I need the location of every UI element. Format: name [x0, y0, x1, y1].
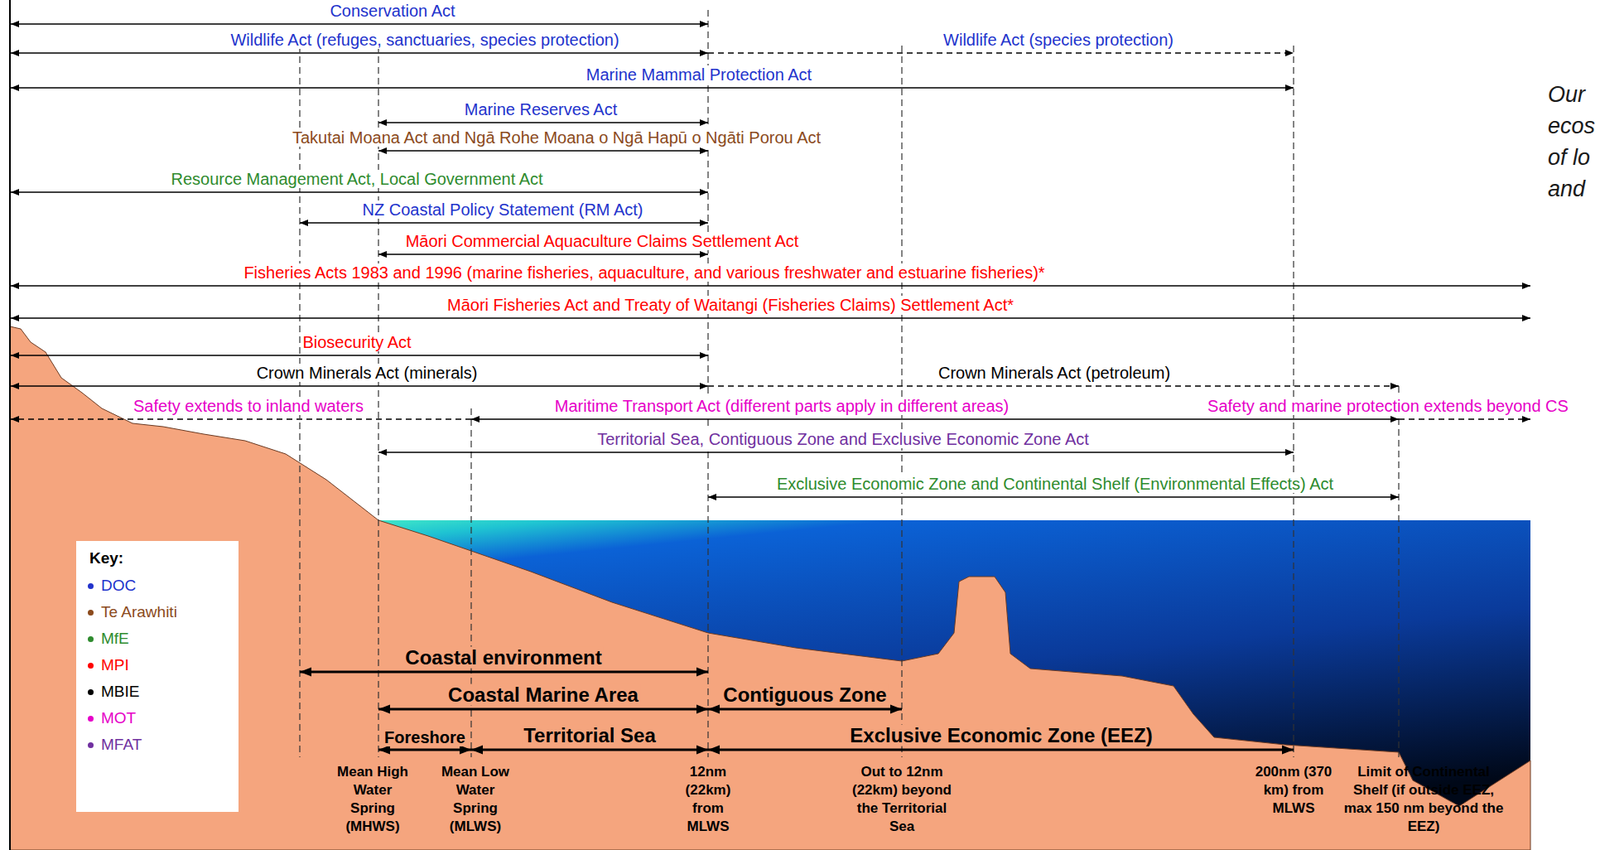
act-label: Crown Minerals Act (minerals) [255, 363, 480, 382]
extent-arrow [708, 52, 1294, 54]
legend-text: MFAT [101, 736, 142, 754]
extent-arrow [708, 496, 1399, 498]
side-note: and [1547, 177, 1586, 203]
extent-arrow [10, 354, 709, 357]
act-label: Marine Mammal Protection Act [584, 65, 814, 84]
legend-item: MPI [87, 656, 130, 675]
act-label: Māori Commercial Aquaculture Claims Sett… [404, 231, 801, 251]
zone-arrow [378, 708, 709, 711]
act-label: Resource Management Act, Local Governmen… [168, 169, 545, 188]
legend-title: Key: [89, 549, 124, 568]
boundary-label: Out to 12nm (22km) beyond the Territoria… [848, 762, 956, 836]
zone-arrow [708, 708, 902, 711]
act-label: Exclusive Economic Zone and Continental … [775, 474, 1335, 493]
legend-item: MFAT [87, 736, 142, 754]
legend-swatch [87, 742, 94, 748]
legend-item: Te Arawhiti [87, 603, 178, 622]
extent-arrow [10, 23, 709, 25]
zone-arrow [378, 748, 472, 752]
zone-arrow [708, 748, 1294, 752]
legend-item: MOT [87, 709, 136, 728]
extent-arrow [10, 86, 1294, 89]
boundary-label: Limit of Continental Shelf (if outside E… [1340, 762, 1507, 836]
extent-arrow [10, 418, 472, 420]
legend-swatch [87, 583, 94, 589]
extent-arrow [299, 221, 709, 224]
act-label: Wildlife Act (refuges, sanctuaries, spec… [228, 30, 621, 49]
boundary-label: Mean Low Water Spring (MLWS) [433, 762, 517, 836]
zone-label: Territorial Sea [521, 724, 658, 747]
zone-label: Contiguous Zone [721, 684, 888, 706]
extent-arrow [378, 121, 709, 124]
act-label: Marine Reserves Act [462, 100, 620, 119]
act-label: Crown Minerals Act (petroleum) [936, 363, 1172, 382]
act-label: Territorial Sea, Contiguous Zone and Exc… [595, 429, 1091, 449]
legend-swatch [87, 662, 94, 669]
zone-arrow [471, 748, 709, 752]
legend-item: MfE [87, 630, 130, 648]
extent-arrow [1398, 418, 1531, 420]
extent-arrow [708, 385, 1399, 387]
boundary-dash [1397, 385, 1399, 757]
extent-arrow [10, 191, 709, 193]
legend-text: MPI [101, 656, 130, 675]
act-label: Māori Fisheries Act and Treaty of Waitan… [445, 295, 1016, 314]
boundary-label: Mean High Water Spring (MHWS) [331, 762, 415, 836]
extent-arrow [378, 451, 1294, 454]
zone-label: Coastal Marine Area [446, 684, 641, 706]
zone-label: Coastal environment [403, 646, 603, 669]
act-label: NZ Coastal Policy Statement (RM Act) [361, 200, 646, 219]
act-label: Wildlife Act (species protection) [941, 30, 1176, 49]
act-label: Safety extends to inland waters [131, 396, 366, 415]
act-label: Takutai Moana Act and Ngā Rohe Moana o N… [290, 128, 823, 147]
zone-label: Foreshore [382, 727, 468, 747]
legend-text: MBIE [101, 683, 140, 701]
extent-arrow [378, 253, 709, 256]
axis-line [9, 0, 11, 850]
legend-item: DOC [87, 577, 136, 595]
side-note: of lo [1547, 145, 1591, 171]
legend-text: MOT [101, 709, 136, 728]
extent-arrow [10, 284, 1531, 287]
legend-swatch [87, 636, 94, 642]
act-label: Maritime Transport Act (different parts … [553, 396, 1011, 415]
side-note: ecos [1547, 114, 1596, 140]
extent-arrow [10, 385, 709, 387]
act-label: Conservation Act [327, 1, 457, 20]
act-label: Safety and marine protection extends bey… [1205, 396, 1571, 415]
legend-text: DOC [101, 577, 136, 595]
zone-arrow [299, 670, 709, 674]
legend-swatch [87, 715, 94, 722]
legend-swatch [87, 609, 94, 616]
legend-text: Te Arawhiti [101, 603, 178, 622]
extent-arrow [10, 52, 709, 54]
legend-box [76, 540, 239, 812]
act-label: Fisheries Acts 1983 and 1996 (marine fis… [241, 263, 1046, 282]
act-label: Biosecurity Act [300, 332, 413, 352]
legend-text: MfE [101, 630, 130, 648]
extent-arrow [10, 317, 1531, 319]
side-note: Our [1547, 82, 1586, 108]
zone-label: Exclusive Economic Zone (EEZ) [848, 724, 1154, 747]
boundary-dash [377, 45, 379, 757]
legend-item: MBIE [87, 683, 140, 701]
legend-swatch [87, 689, 94, 695]
extent-arrow [471, 418, 1399, 420]
extent-arrow [378, 149, 709, 152]
boundary-label: 12nm (22km) from MLWS [680, 762, 736, 836]
boundary-label: 200nm (370 km) from MLWS [1252, 762, 1335, 818]
